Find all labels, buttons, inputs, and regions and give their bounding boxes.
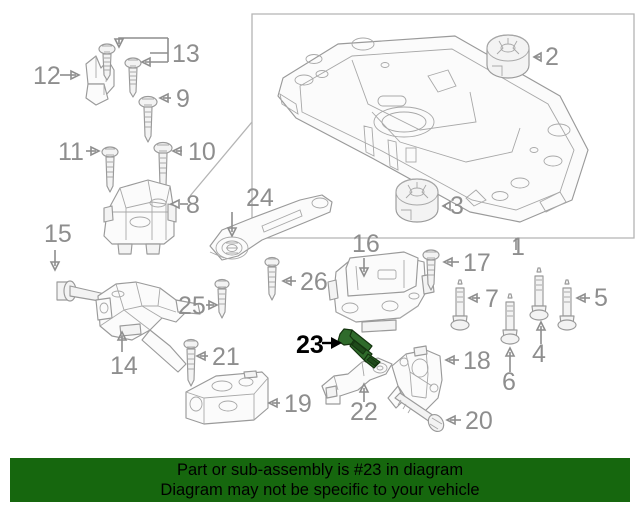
bolt-21-part: [183, 338, 199, 387]
subframe-crossmember: [277, 35, 589, 223]
leader-13: [113, 37, 169, 68]
mount-block-19-part: [185, 370, 269, 425]
callout-label-19[interactable]: 19: [284, 390, 312, 418]
callout-label-3[interactable]: 3: [450, 192, 464, 220]
callout-label-14[interactable]: 14: [110, 352, 138, 380]
callout-label-4[interactable]: 4: [532, 340, 546, 368]
callout-label-22[interactable]: 22: [350, 398, 378, 426]
bolt-7-part: [450, 279, 470, 331]
callout-label-11[interactable]: 11: [58, 138, 84, 166]
leader-4: [535, 320, 547, 344]
leader-6: [504, 346, 516, 372]
callout-label-15[interactable]: 15: [44, 220, 72, 248]
subframe-region-box: [189, 13, 635, 239]
leader-23: [322, 337, 342, 349]
leader-20: [445, 414, 461, 426]
bolt-23-highlighted-part[interactable]: [337, 328, 381, 369]
callout-label-13[interactable]: 13: [172, 40, 200, 68]
callout-label-8[interactable]: 8: [186, 191, 200, 219]
leader-9: [158, 92, 171, 104]
leader-2: [532, 51, 542, 63]
banner-line-1: Part or sub-assembly is #23 in diagram: [176, 461, 464, 479]
callout-label-5[interactable]: 5: [594, 284, 608, 312]
callout-label-1[interactable]: 1: [511, 233, 525, 261]
banner-line-2: Diagram may not be specific to your vehi…: [160, 481, 480, 499]
leader-11: [86, 145, 101, 157]
subframe-bushing-rear-part: [486, 34, 530, 79]
subframe-bushing-front-part: [395, 178, 439, 223]
callout-label-24[interactable]: 24: [246, 184, 274, 212]
leader-8: [169, 198, 188, 210]
info-banner: Part or sub-assembly is #23 in diagram D…: [10, 458, 630, 502]
bolt-11-part: [101, 146, 119, 193]
leader-7: [467, 292, 480, 304]
callout-label-9[interactable]: 9: [176, 85, 190, 113]
callout-label-6[interactable]: 6: [502, 368, 516, 396]
callout-label-17[interactable]: 17: [463, 249, 491, 277]
bolt-13-b: [124, 57, 142, 98]
leader-15: [49, 250, 61, 272]
leader-19: [267, 397, 280, 409]
leader-22: [358, 382, 370, 402]
callout-label-23[interactable]: 23: [296, 331, 324, 359]
leader-24: [226, 212, 238, 238]
callout-label-16[interactable]: 16: [352, 230, 380, 258]
leader-16: [358, 258, 370, 278]
callout-label-20[interactable]: 20: [465, 407, 493, 435]
bolt-13-a: [98, 43, 116, 81]
bolt-25-part: [214, 278, 230, 319]
leader-26: [281, 275, 296, 287]
bolt-4-part: [529, 267, 549, 321]
callout-label-7[interactable]: 7: [485, 285, 499, 313]
bolt-6-part: [500, 293, 520, 345]
bolt-26-part: [264, 256, 280, 301]
leader-25: [206, 299, 219, 311]
callout-label-21[interactable]: 21: [212, 343, 240, 371]
callout-label-10[interactable]: 10: [188, 138, 216, 166]
leader-18: [444, 354, 459, 366]
leader-10: [171, 145, 182, 157]
engine-bracket-14-part: [95, 281, 201, 373]
leader-17: [442, 256, 459, 268]
bolt-20-part: [394, 392, 445, 433]
leader-5: [575, 292, 590, 304]
callout-label-25[interactable]: 25: [178, 292, 206, 320]
callout-label-12[interactable]: 12: [33, 62, 61, 90]
leader-12: [60, 69, 81, 81]
callout-label-2[interactable]: 2: [545, 43, 559, 71]
bolt-5-part: [557, 279, 577, 331]
leader-3: [441, 200, 451, 212]
bracket-18-part: [387, 345, 443, 413]
leader-21: [195, 350, 208, 362]
transmission-mount-16-part: [327, 251, 435, 333]
callout-label-26[interactable]: 26: [300, 268, 328, 296]
leader-14: [116, 330, 128, 352]
bolt-10-part: [153, 141, 173, 193]
bolt-9-part: [138, 95, 158, 143]
engine-mount-8-part: [103, 179, 177, 255]
callout-label-18[interactable]: 18: [463, 347, 491, 375]
bolt-17-part: [422, 249, 440, 291]
